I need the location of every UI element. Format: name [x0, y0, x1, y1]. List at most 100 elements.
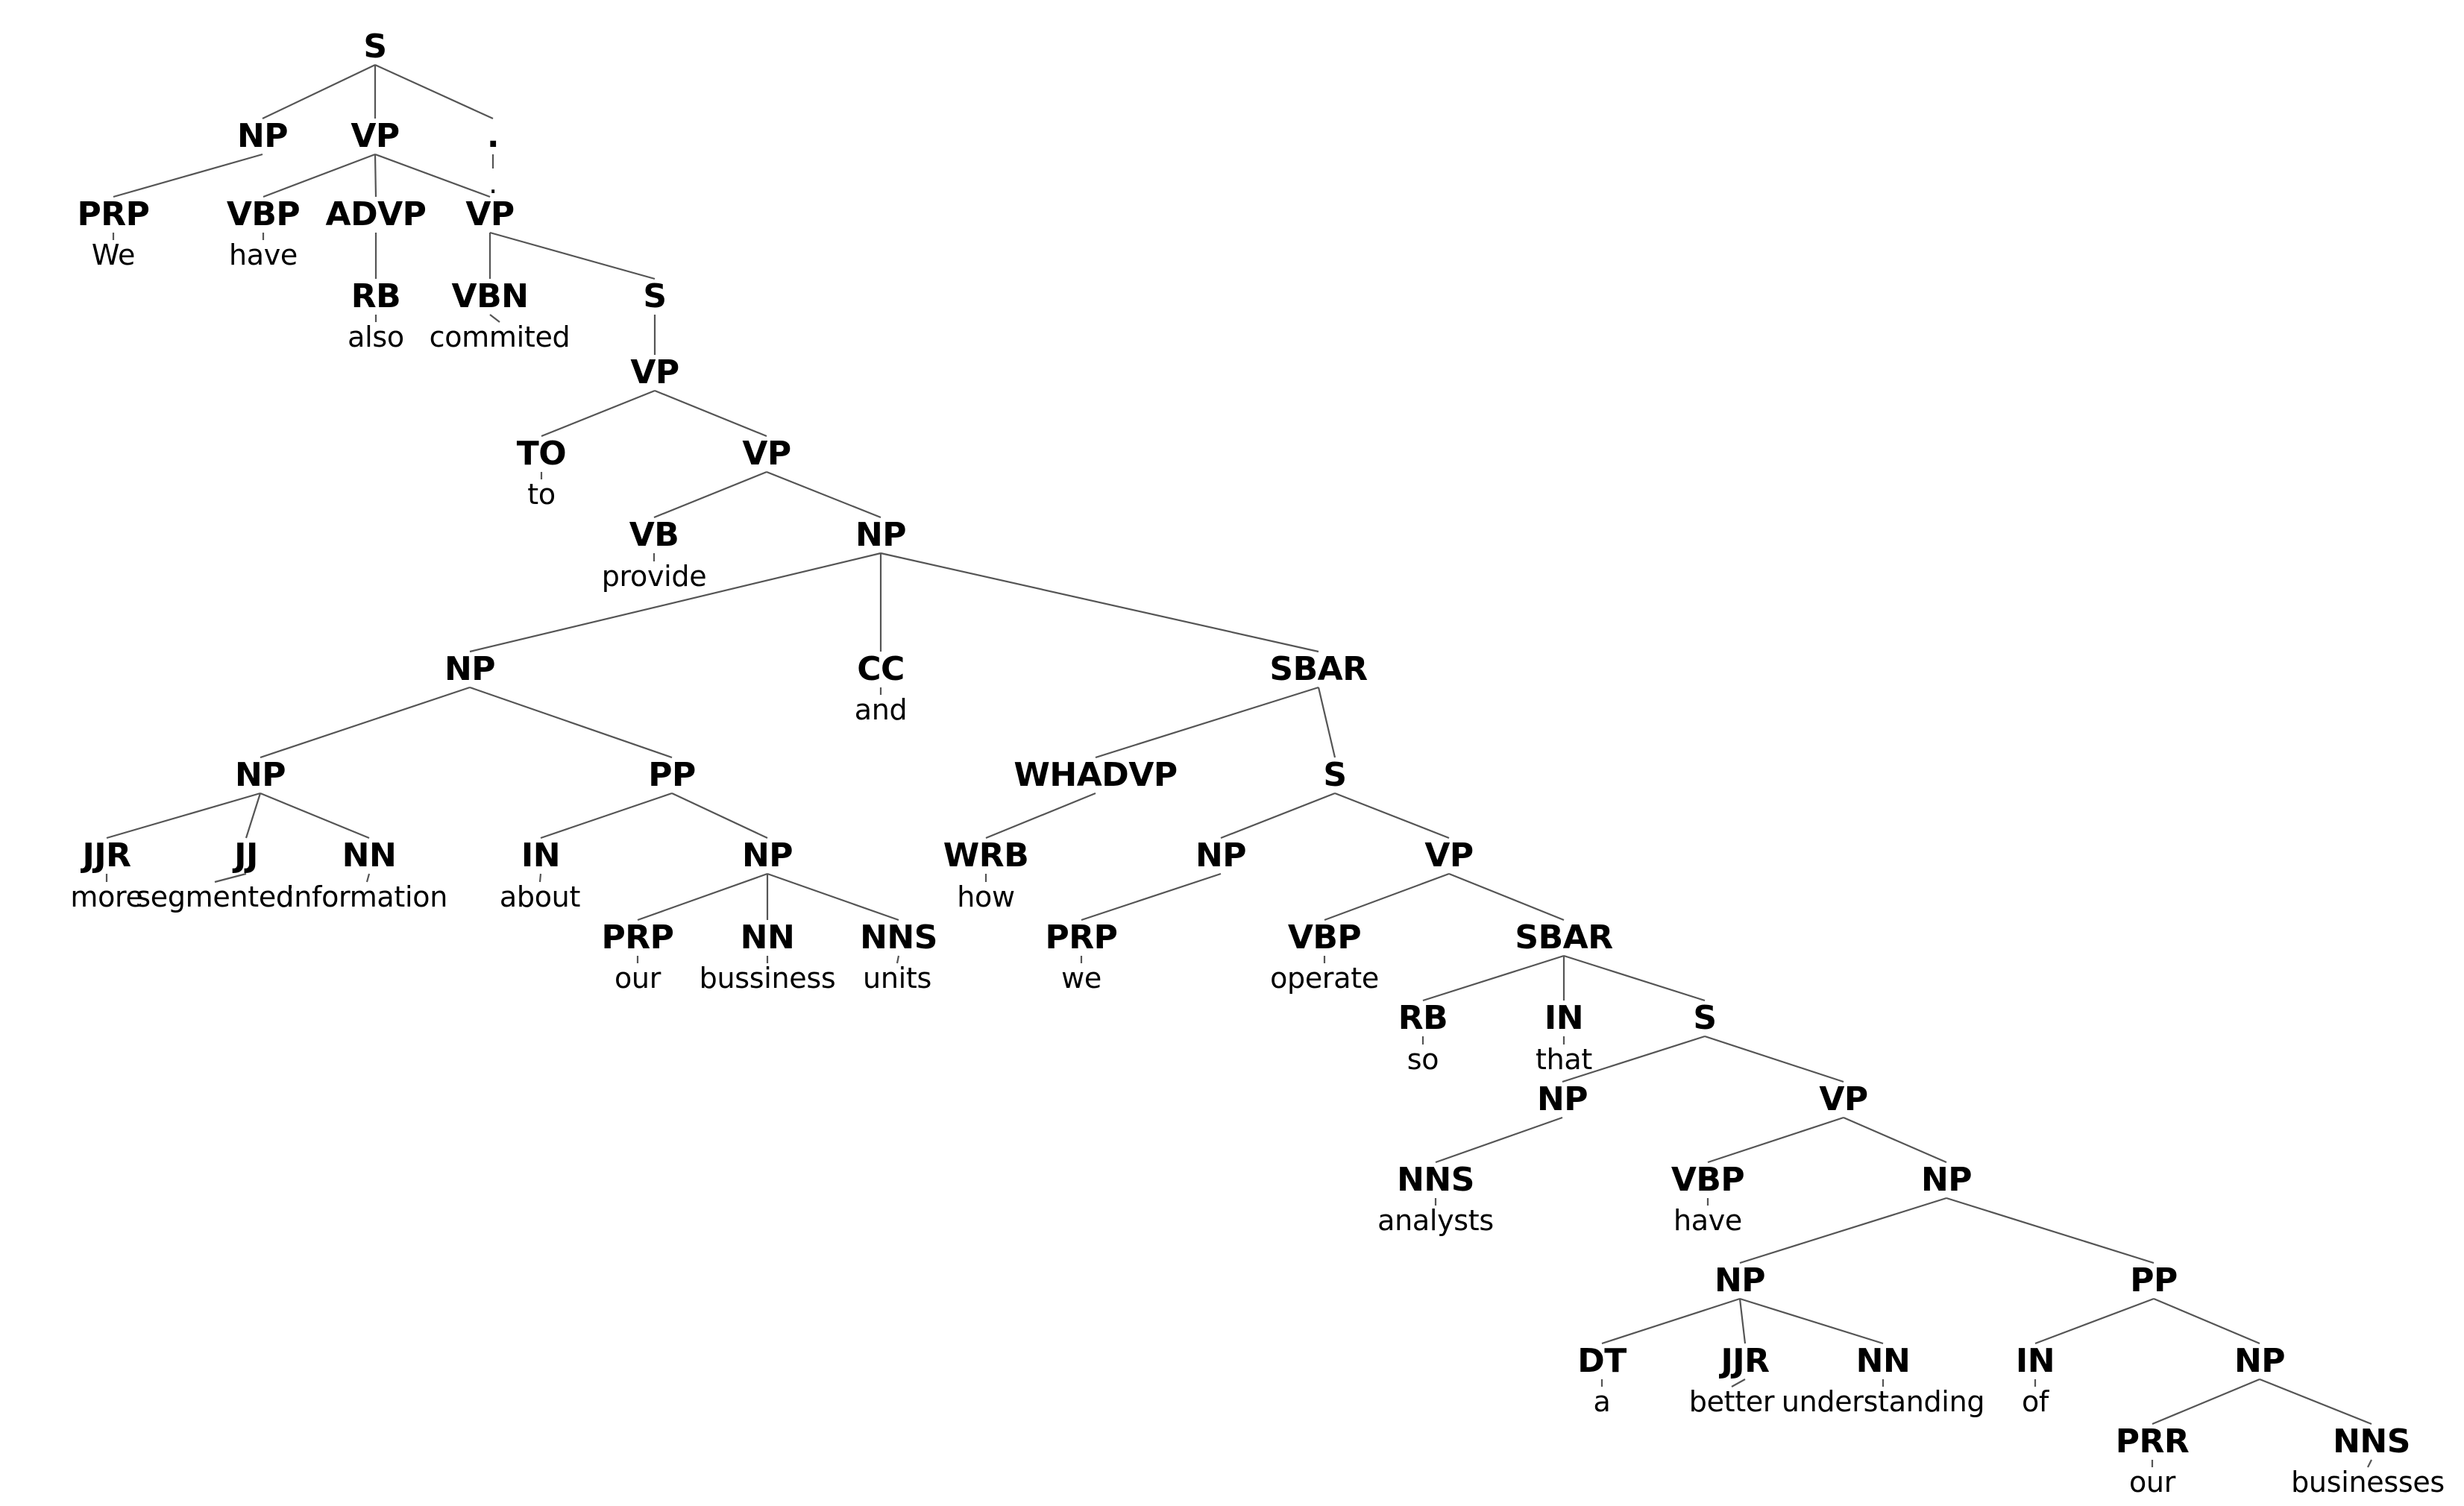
tree-nonterminal-vbp: VBP: [1287, 919, 1362, 957]
tree-nonterminal-np: NP: [236, 117, 289, 155]
tree-nonterminal-vp: VP: [630, 353, 679, 391]
tree-terminal-provide: provide: [601, 560, 707, 593]
tree-nonterminal-wrb: WRB: [943, 837, 1029, 875]
tree-edge: [374, 153, 491, 198]
tree-terminal-period: .: [488, 167, 497, 200]
tree-nonterminal-nns: NNS: [2333, 1422, 2410, 1461]
tree-nonterminal-vbp: VBP: [1671, 1161, 1745, 1199]
tree-edge: [1220, 792, 1336, 839]
tree-edge: [263, 153, 376, 198]
tree-edge: [2153, 1297, 2260, 1345]
tree-edge: [262, 64, 376, 119]
tree-edge: [1843, 1116, 1947, 1164]
tree-edge: [654, 389, 767, 438]
tree-terminal-businesses: businesses: [2291, 1466, 2445, 1499]
tree-nonterminal-jjr: JJR: [1720, 1342, 1770, 1380]
tree-nonterminal-rb: RB: [351, 277, 401, 315]
tree-edge: [469, 686, 673, 759]
tree-edge: [637, 872, 768, 921]
tree-nonterminal-vbn: VBN: [451, 277, 529, 315]
tree-nonterminal-s: S: [1323, 756, 1347, 794]
tree-terminal-to: to: [527, 478, 556, 511]
tree-nonterminal-nns: NNS: [860, 919, 937, 957]
tree-nonterminal-advp: ADVP: [325, 195, 427, 233]
tree-edge: [245, 793, 262, 839]
tree-nonterminal-in: IN: [1544, 999, 1584, 1037]
tree-nonterminal-prp: PRP: [1045, 919, 1118, 957]
tree-edge: [2034, 1297, 2155, 1345]
tree-nonterminal-whadvp: WHADVP: [1013, 756, 1178, 794]
tree-nonterminal-vp: VP: [351, 117, 400, 155]
tree-terminal-analysts: analysts: [1377, 1204, 1494, 1237]
tree-terminal-better: better: [1688, 1385, 1775, 1418]
tree-terminal-a: a: [1593, 1385, 1611, 1418]
tree-terminal-that: that: [1536, 1043, 1592, 1076]
tree-edge: [1324, 872, 1450, 921]
tree-nonterminal-sbar: SBAR: [1269, 650, 1368, 688]
tree-nonterminal-s: S: [363, 28, 387, 66]
tree-nonterminal-vbp: VBP: [226, 195, 301, 233]
tree-edge: [1739, 1297, 1884, 1345]
tree-nonterminal-pp: PP: [648, 756, 696, 794]
tree-nonterminal-to: TO: [516, 435, 567, 473]
tree-terminal-our: our: [614, 962, 661, 995]
tree-nonterminal-prp: PRP: [601, 919, 674, 957]
tree-terminal-bussiness: bussiness: [699, 962, 836, 995]
tree-terminal-units: units: [863, 962, 931, 995]
tree-nonterminal-vp: VP: [1819, 1080, 1868, 1118]
tree-edge: [113, 153, 263, 198]
tree-edge: [374, 63, 494, 120]
tree-nonterminal-prr: PRR: [2115, 1422, 2190, 1461]
tree-nonterminal-np: NP: [2234, 1342, 2286, 1380]
tree-edge: [1563, 954, 1706, 1002]
tree-terminal-segmented: segmented: [136, 880, 294, 913]
tree-edge: [671, 793, 768, 839]
tree-edge: [653, 470, 767, 519]
tree-nonterminal-prp: PRP: [77, 195, 150, 233]
tree-nonterminal-rb: RB: [1398, 999, 1448, 1037]
tree-nonterminal-sbar: SBAR: [1515, 919, 1613, 957]
tree-nonterminal-nns: NNS: [1397, 1161, 1474, 1199]
tree-nonterminal-jj: JJ: [234, 837, 258, 875]
tree-edge: [1081, 872, 1222, 921]
tree-nonterminal-vp: VP: [465, 195, 515, 233]
tree-terminal-understanding: understanding: [1781, 1385, 1985, 1418]
tree-edge: [1422, 954, 1565, 1002]
tree-edge: [1739, 1197, 1947, 1264]
tree-edge: [260, 686, 471, 759]
tree-edge: [541, 389, 656, 438]
tree-edge: [1601, 1297, 1741, 1345]
tree-nonterminal-s: S: [1693, 999, 1717, 1037]
tree-edge: [260, 792, 370, 839]
tree-edge: [767, 872, 899, 921]
tree-edge: [1095, 686, 1319, 759]
tree-nonterminal-nn: NN: [1855, 1342, 1911, 1380]
tree-edge: [880, 552, 1319, 653]
tree-edge: [1707, 1116, 1844, 1164]
tree-terminal-our: our: [2128, 1466, 2176, 1499]
tree-terminal-have: have: [1673, 1204, 1743, 1237]
tree-nonterminal-pp: PP: [2130, 1261, 2178, 1299]
tree-nonterminal-period: .: [486, 117, 500, 155]
tree-nonterminal-vp: VP: [742, 435, 791, 473]
tree-nonterminal-np: NP: [1920, 1161, 1973, 1199]
tree-edge: [1317, 687, 1336, 758]
tree-terminal-of: of: [2021, 1385, 2049, 1418]
tree-nonterminal-np: NP: [1536, 1080, 1588, 1118]
tree-edge: [1435, 1116, 1563, 1164]
tree-terminal-so: so: [1407, 1043, 1439, 1076]
tree-terminal-commited: commited: [429, 321, 571, 353]
tree-nonterminal-in: IN: [521, 837, 561, 875]
tree-terminal-also: also: [348, 321, 404, 353]
tree-edge: [1704, 1035, 1844, 1083]
tree-nonterminal-dt: DT: [1577, 1342, 1627, 1380]
tree-edge: [766, 470, 881, 519]
tree-nonterminal-s: S: [643, 277, 667, 315]
tree-nonterminal-nn: NN: [342, 837, 397, 875]
tree-nonterminal-jjr: JJR: [82, 837, 131, 875]
tree-edge: [489, 231, 656, 280]
tree-terminal-more: more: [70, 880, 143, 913]
tree-terminal-we: We: [91, 239, 136, 271]
tree-edge: [1738, 1298, 1747, 1344]
tree-terminal-information: information: [286, 880, 448, 913]
